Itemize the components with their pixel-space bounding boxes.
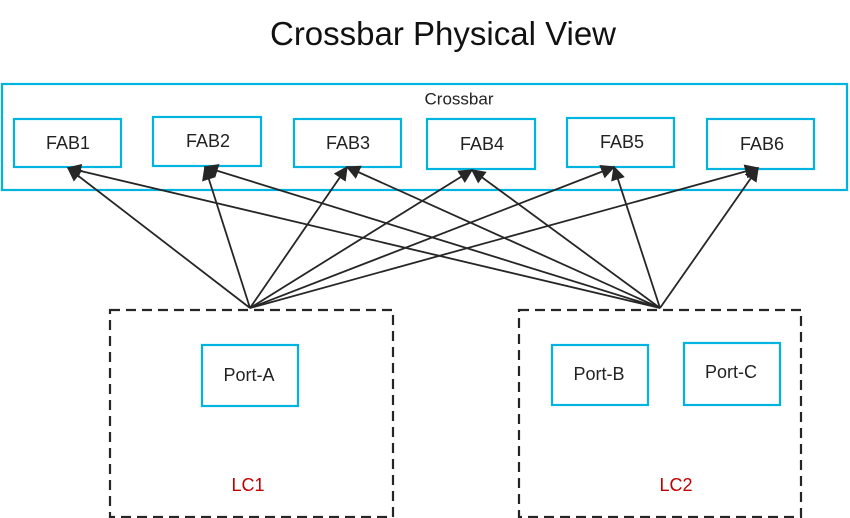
fab-label: FAB6 (740, 134, 784, 154)
edge-lc2-fab1 (66, 163, 661, 309)
edge-lc1-fab1 (66, 167, 251, 309)
lc1-box (108, 308, 395, 518)
lc2-label: LC2 (659, 475, 692, 495)
lc1-label: LC1 (231, 475, 264, 495)
fab-5: FAB5 (565, 116, 676, 169)
diagram-title: Crossbar Physical View (270, 15, 616, 52)
fab-label: FAB4 (460, 134, 504, 154)
crossbar-group: Crossbar FAB1 FAB2 FAB3 FAB4 FAB5 FAB6 (0, 82, 849, 192)
port-b-label: Port-B (573, 364, 624, 384)
edge-lc1-fab2 (202, 165, 251, 309)
line-card-lc2: Port-B Port-C LC2 (517, 308, 803, 518)
edge-lc2-fab4 (470, 169, 661, 309)
port-a-label: Port-A (223, 365, 274, 385)
connection-edges (66, 163, 760, 309)
lc2-box (517, 308, 803, 518)
fab-3: FAB3 (292, 117, 403, 169)
edge-lc1-fab3 (249, 165, 348, 309)
fab-2: FAB2 (151, 115, 263, 168)
fab-label: FAB2 (186, 131, 230, 151)
crossbar-box (0, 82, 849, 192)
edge-lc2-fab6 (659, 166, 759, 309)
port-c-label: Port-C (705, 362, 757, 382)
edge-lc2-fab3 (345, 165, 661, 309)
crossbar-label: Crossbar (425, 90, 494, 109)
port-c-box (682, 341, 782, 407)
edge-lc1-fab4 (249, 169, 474, 309)
fab-6: FAB6 (705, 117, 816, 171)
port-b-box (550, 343, 650, 407)
fab-label: FAB1 (46, 133, 90, 153)
edge-lc2-fab5 (611, 165, 661, 309)
fab-1: FAB1 (12, 117, 123, 169)
edge-lc2-fab2 (203, 163, 661, 309)
line-card-lc1: Port-A LC1 (108, 308, 395, 518)
fab-label: FAB3 (326, 133, 370, 153)
fab-label: FAB5 (600, 132, 644, 152)
fab-4: FAB4 (425, 117, 537, 171)
port-a-box (200, 343, 300, 408)
